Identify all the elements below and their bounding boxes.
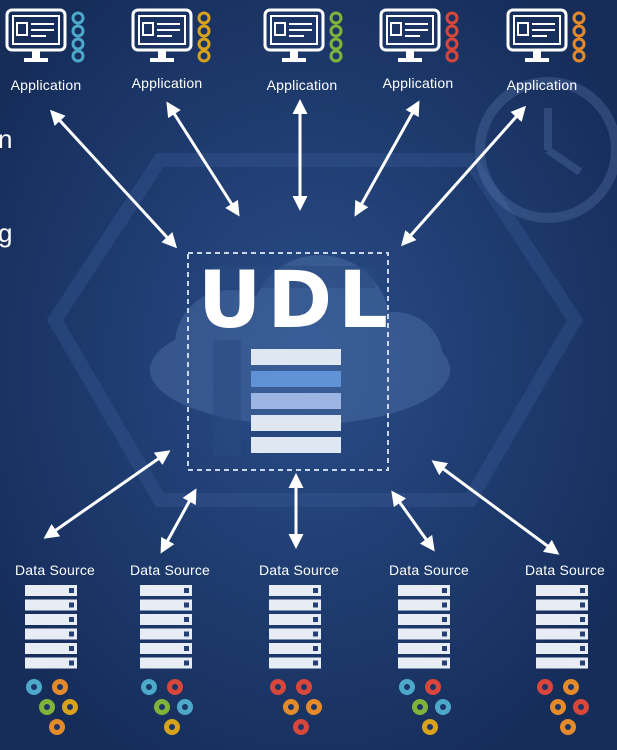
server-rack-icon	[536, 585, 588, 669]
arrow-app-1	[49, 109, 178, 249]
data-source-label-2: Data Source	[129, 562, 211, 578]
gear-cluster-icon	[537, 679, 589, 735]
udl-dashed-box	[187, 252, 389, 471]
data-source-label-1: Data Source	[14, 562, 96, 578]
application-monitor-icon	[131, 8, 193, 62]
gear-cluster-icon	[270, 679, 322, 735]
gear-cluster-icon	[141, 679, 193, 735]
gear-cluster-icon	[26, 679, 78, 735]
application-label-1: Application	[10, 77, 82, 93]
arrow-ds-2	[160, 488, 197, 554]
arrow-ds-1	[43, 450, 171, 539]
gear-icon	[329, 11, 343, 63]
application-label-5: Application	[506, 77, 578, 93]
side-text-fragment-1: n	[0, 124, 13, 154]
application-label-2: Application	[131, 75, 203, 91]
application-monitor-icon	[263, 8, 325, 62]
side-text-fragment-2: g	[0, 218, 13, 248]
arrow-ds-5	[431, 460, 560, 555]
gear-icon	[197, 11, 211, 63]
arrow-app-2	[166, 101, 240, 217]
gear-cluster-icon	[399, 679, 451, 735]
udl-title: UDL	[198, 256, 394, 346]
gear-icon	[572, 11, 586, 63]
server-rack-icon	[398, 585, 450, 669]
gear-icon	[445, 11, 459, 63]
data-source-label-3: Data Source	[258, 562, 340, 578]
application-monitor-icon	[379, 8, 441, 62]
arrow-app-5	[401, 105, 526, 247]
udl-data-stack	[251, 349, 341, 453]
top-arrows	[49, 99, 526, 249]
server-rack-icon	[269, 585, 321, 669]
server-rack-icon	[25, 585, 77, 669]
gear-icon	[71, 11, 85, 63]
application-monitor-icon	[506, 8, 568, 62]
application-monitor-icon	[5, 8, 67, 62]
data-source-label-5: Data Source	[524, 562, 606, 578]
application-label-3: Application	[266, 77, 338, 93]
application-label-4: Application	[382, 75, 454, 91]
data-source-label-4: Data Source	[388, 562, 470, 578]
server-rack-icon	[140, 585, 192, 669]
arrow-ds-4	[391, 490, 435, 552]
bottom-arrows	[43, 450, 560, 555]
